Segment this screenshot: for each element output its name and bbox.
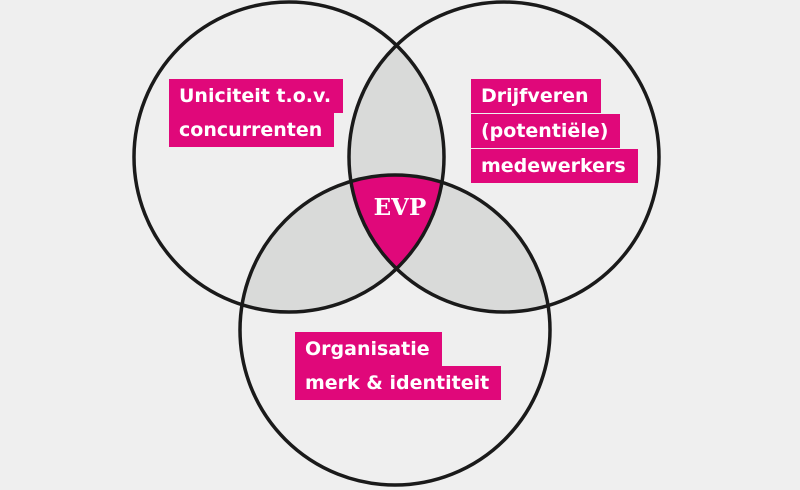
overlap-a-c: [240, 175, 444, 312]
center-label-evp: EVP: [373, 194, 427, 221]
label-drijfveren-line3: medewerkers: [471, 149, 638, 183]
circle-top-left: [132, 0, 446, 314]
overlap-b-c: [349, 175, 550, 312]
label-uniciteit-line2: concurrenten: [169, 113, 335, 147]
circle-bottom: [238, 173, 552, 487]
circle-top-right: [347, 0, 661, 314]
label-uniciteit-line1: Uniciteit t.o.v.: [169, 79, 344, 113]
label-organisatie-line1: Organisatie: [295, 332, 442, 366]
label-drijfveren-line1: Drijfveren: [471, 79, 601, 113]
label-drijfveren-line2: (potentiële): [471, 114, 621, 148]
label-organisatie-line2: merk & identiteit: [295, 366, 502, 400]
